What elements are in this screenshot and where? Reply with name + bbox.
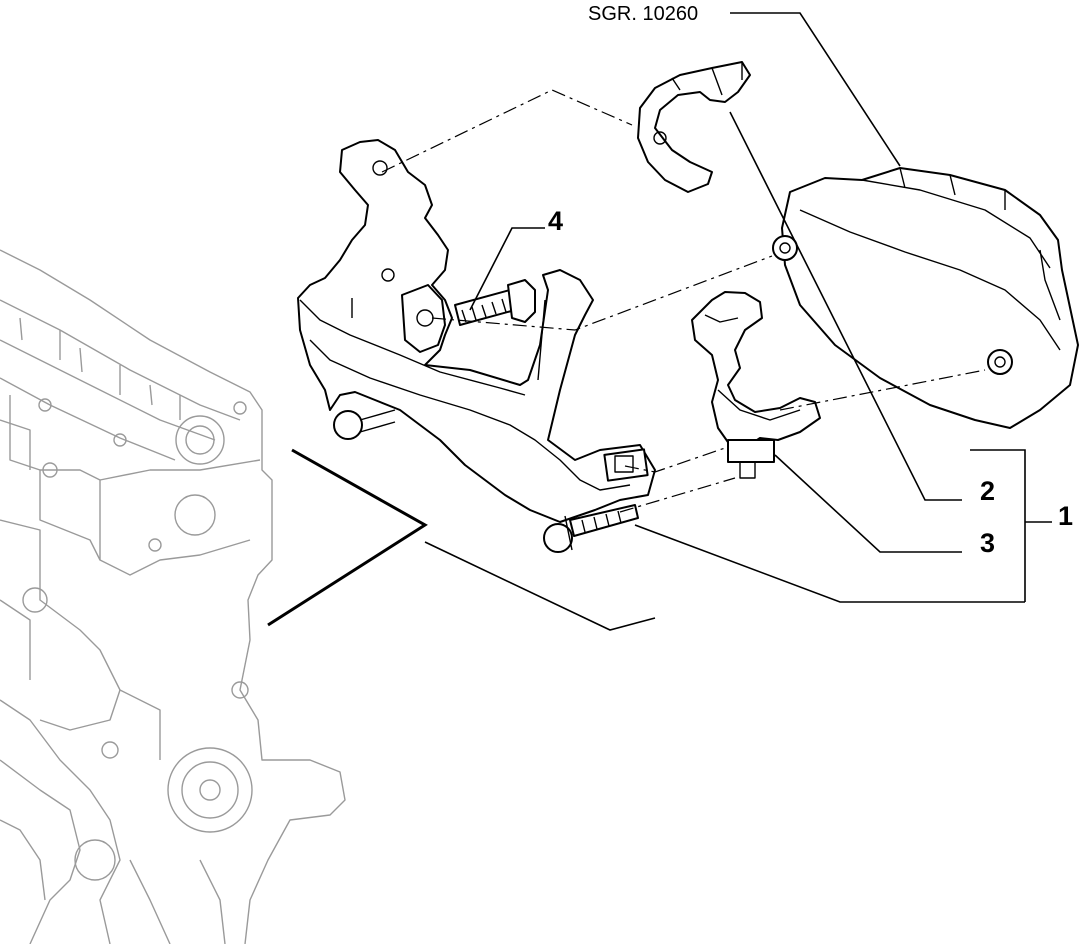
callout-4-label: 4 [548, 206, 563, 236]
alignment-lines [381, 89, 986, 513]
callout-2-label: 2 [980, 476, 995, 506]
reference-code-label: SGR. 10260 [588, 3, 698, 25]
cable-clip-lower-icon [691, 291, 821, 479]
cable-clip-upper-icon [637, 61, 751, 193]
bracket-icon [297, 139, 656, 523]
callout-1-label: 1 [1058, 501, 1073, 531]
bolt-lower-icon [543, 504, 639, 553]
engine-block-ghost-icon [0, 249, 346, 944]
leader-lines [267, 12, 1052, 631]
callout-3-label: 3 [980, 528, 995, 558]
bolt-upper-icon [454, 279, 536, 326]
control-unit-box-icon [772, 167, 1079, 429]
